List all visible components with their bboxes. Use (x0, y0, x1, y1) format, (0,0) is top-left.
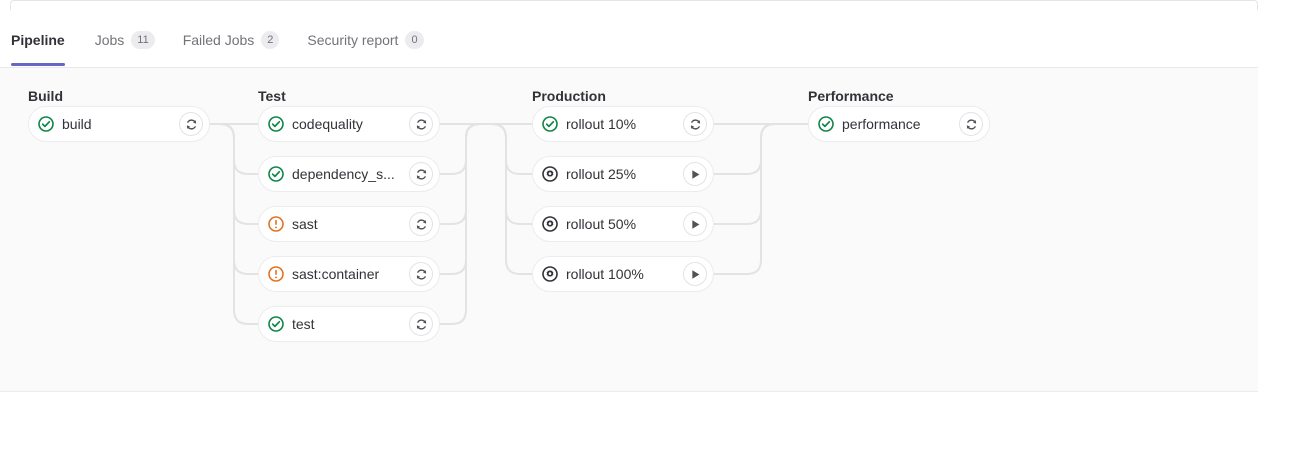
job-name: codequality (292, 116, 363, 132)
job-name: build (62, 116, 92, 132)
job-name: dependency_s... (292, 166, 395, 182)
retry-icon (416, 318, 426, 330)
connector-line (440, 123, 481, 275)
pipeline-job-card[interactable]: build (28, 106, 210, 142)
retry-icon (416, 218, 426, 230)
job-play-button[interactable] (683, 212, 707, 236)
tab-count-badge: 11 (131, 31, 155, 49)
job-name: performance (842, 116, 921, 132)
job-retry-button[interactable] (409, 262, 433, 286)
job-retry-button[interactable] (959, 112, 983, 136)
connector-line (440, 123, 481, 325)
job-name: test (292, 316, 315, 332)
pipeline-graph-panel: Build build Test codequality dependency_s...… (0, 68, 1258, 392)
job-name: sast:container (292, 266, 380, 282)
job-retry-button[interactable] (409, 212, 433, 236)
pipeline-job-card[interactable]: sast (258, 206, 440, 242)
stage-title: Build (28, 88, 63, 104)
success-status-icon (542, 116, 558, 132)
play-icon (691, 269, 699, 279)
manual-status-icon (542, 166, 558, 182)
job-retry-button[interactable] (409, 112, 433, 136)
connector-line (440, 123, 481, 225)
pipeline-graph: Build build Test codequality dependency_s...… (0, 68, 1258, 391)
content-card-top-edge (10, 0, 1258, 10)
manual-status-icon (542, 266, 558, 282)
warning-status-icon (268, 266, 284, 282)
pipeline-job-card[interactable]: rollout 10% (532, 106, 714, 142)
pipeline-job-card[interactable]: codequality (258, 106, 440, 142)
tab-label: Jobs (94, 32, 125, 48)
stage-title: Production (532, 88, 606, 104)
pipeline-job-card[interactable]: test (258, 306, 440, 342)
retry-icon (186, 118, 196, 130)
success-status-icon (268, 316, 284, 332)
connector-line (714, 123, 808, 175)
pipeline-job-card[interactable]: rollout 50% (532, 206, 714, 242)
retry-icon (416, 118, 426, 130)
pipeline-job-card[interactable]: rollout 100% (532, 256, 714, 292)
connector-line (210, 123, 258, 175)
retry-icon (416, 168, 426, 180)
retry-icon (690, 118, 700, 130)
job-name: sast (292, 216, 318, 232)
manual-status-icon (542, 216, 558, 232)
retry-icon (966, 118, 976, 130)
job-name: rollout 10% (566, 116, 637, 132)
job-play-button[interactable] (683, 162, 707, 186)
job-name: rollout 100% (566, 266, 644, 282)
play-icon (691, 169, 699, 179)
job-retry-button[interactable] (683, 112, 707, 136)
connector-line (491, 123, 532, 275)
pipeline-tabs: Pipeline Jobs 11 Failed Jobs 2 Security repor… (0, 10, 1258, 68)
connector-line (210, 123, 258, 225)
connector-line (714, 123, 808, 225)
job-name: rollout 50% (566, 216, 637, 232)
retry-icon (416, 268, 426, 280)
pipeline-job-card[interactable]: dependency_s... (258, 156, 440, 192)
tab-label: Pipeline (11, 32, 65, 48)
stage-title: Test (258, 88, 286, 104)
pipeline-job-card[interactable]: performance (808, 106, 990, 142)
success-status-icon (818, 116, 834, 132)
success-status-icon (268, 166, 284, 182)
connector-line (491, 123, 532, 225)
tab-count-badge: 0 (405, 31, 424, 49)
pipeline-job-card[interactable]: sast:container (258, 256, 440, 292)
job-retry-button[interactable] (409, 312, 433, 336)
warning-status-icon (268, 216, 284, 232)
connector-line (210, 123, 258, 325)
job-play-button[interactable] (683, 262, 707, 286)
connector-line (714, 123, 808, 275)
tab-count-badge: 2 (261, 31, 280, 49)
job-name: rollout 25% (566, 166, 637, 182)
connector-line (210, 123, 258, 275)
connector-line (440, 123, 481, 175)
tab-failed-jobs[interactable]: Failed Jobs 2 (169, 10, 294, 66)
job-retry-button[interactable] (179, 112, 203, 136)
tab-pipeline[interactable]: Pipeline (11, 10, 81, 66)
success-status-icon (38, 116, 54, 132)
play-icon (691, 219, 699, 229)
pipeline-job-card[interactable]: rollout 25% (532, 156, 714, 192)
connector-line (491, 123, 532, 175)
job-retry-button[interactable] (409, 162, 433, 186)
success-status-icon (268, 116, 284, 132)
active-tab-indicator (11, 63, 65, 66)
tab-security-report[interactable]: Security report 0 (293, 10, 437, 66)
stage-title: Performance (808, 88, 894, 104)
tab-label: Security report (307, 32, 399, 48)
tab-jobs[interactable]: Jobs 11 (81, 10, 169, 66)
tab-label: Failed Jobs (182, 32, 255, 48)
